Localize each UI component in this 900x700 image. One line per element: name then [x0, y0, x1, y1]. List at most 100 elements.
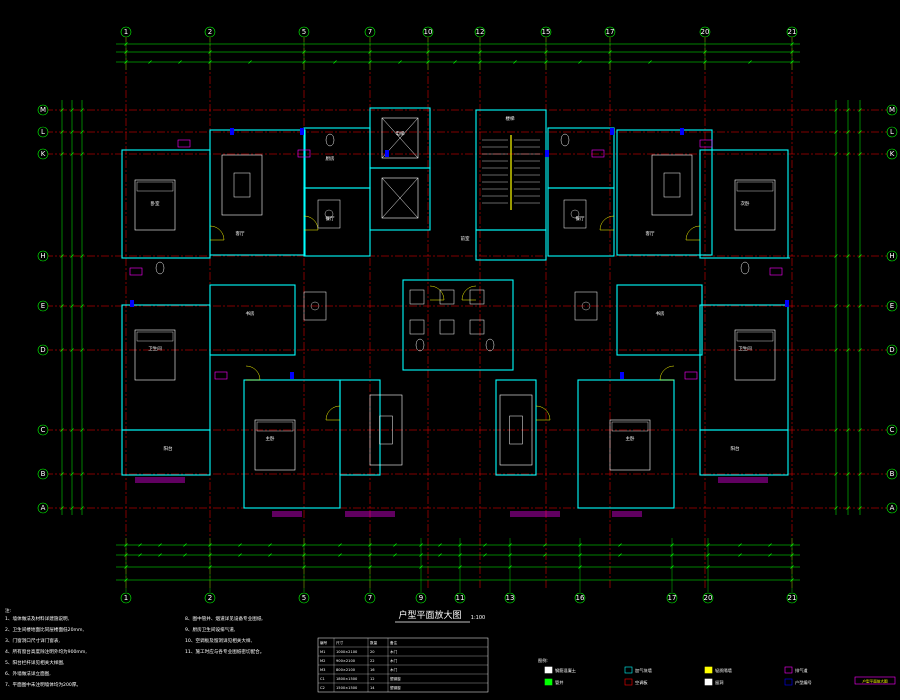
axis-bubble-top-21 [786, 26, 798, 38]
table-cell-5-3: 塑钢窗 [390, 685, 401, 690]
axis-bubble-bottom-21 [786, 592, 798, 604]
dim-tick-right-0-5 [834, 348, 838, 352]
axis-bubble-left-E [37, 300, 49, 312]
wall-right-study [616, 284, 703, 356]
furniture-plate-3 [581, 301, 591, 311]
window-tag-7 [684, 371, 698, 380]
dim-tick-right-1-8 [846, 506, 850, 510]
legend-label-2: 轻质隔墙 [715, 667, 732, 674]
furniture-bed-right-mid [734, 329, 776, 381]
table-cell-4-1: 1800×1500 [336, 677, 358, 681]
axis-label-top-7: 7 [368, 28, 372, 36]
axis-label-left-L: L [41, 128, 45, 136]
accent-mark-7 [785, 300, 789, 307]
axis-label-left-B: B [41, 470, 46, 478]
note-line-a-4: 5、阳台栏杆详见相关大样图, [5, 659, 65, 666]
axis-label-bottom-20: 20 [704, 594, 713, 602]
note-line-a-0: 1、墙体做法及材料详建施说明, [5, 615, 70, 622]
dim-tick-top-2-10 [453, 60, 457, 64]
fixture-toilet-1 [560, 133, 570, 147]
table-cell-3-0: M3 [320, 668, 325, 672]
core-shaft-0 [409, 289, 425, 305]
table-cell-5-1: 1500×1500 [336, 686, 358, 690]
axis-bubble-right-A [886, 502, 898, 514]
accent-mark-9 [620, 372, 624, 379]
elevator-cross-b-1 [381, 177, 419, 219]
axis-bubble-bottom-9 [415, 592, 427, 604]
furniture-bed-left-top-pillow [136, 181, 174, 192]
legend-label-1: 加气块墙 [635, 667, 652, 674]
axis-bubble-bottom-13 [504, 592, 516, 604]
accent-mark-0 [230, 128, 234, 135]
dim-tick-left-0-1 [60, 130, 64, 134]
axis-label-left-E: E [41, 302, 45, 310]
dim-tick-bottom-0-3 [183, 543, 187, 547]
axis-label-top-12: 12 [476, 28, 485, 36]
axis-bubble-bottom-20 [702, 592, 714, 604]
dim-tick-right-1-6 [846, 428, 850, 432]
core-shaft-1 [439, 289, 455, 305]
axis-bubble-left-A [37, 502, 49, 514]
wall-left-bath [339, 379, 381, 476]
stamp-text: 户型平面放大图 [862, 679, 888, 684]
table-cell-0-2: 数量 [370, 640, 378, 645]
axis-bubble-top-12 [474, 26, 486, 38]
fixture-toilet-3 [485, 338, 495, 352]
room-label-16: 书房 [246, 310, 255, 317]
dim-tick-right-0-2 [834, 152, 838, 156]
dim-tick-top-2-2 [178, 60, 182, 64]
room-label-1: 客厅 [236, 230, 245, 237]
wall-right-living [616, 129, 713, 256]
general-notes: 注: 1、墙体做法及材料详建施说明,2、卫生间楼地面比同层楼面低20mm,3、门… [5, 607, 264, 688]
dim-tick-left-2-0 [80, 108, 84, 112]
room-label-8: 前室 [461, 235, 470, 242]
axis-bubble-top-5 [298, 26, 310, 38]
legend-label-5: 空调板 [635, 679, 648, 686]
stamp-box: 户型平面放大图 [854, 676, 896, 685]
dim-tick-left-1-3 [70, 254, 74, 258]
furniture-bed-left-top [134, 179, 176, 231]
table-cell-1-0: M1 [320, 650, 325, 654]
dim-tick-right-2-5 [858, 348, 862, 352]
window-tag-5 [769, 267, 783, 276]
dim-tick-right-0-4 [834, 304, 838, 308]
dim-tick-right-0-8 [834, 506, 838, 510]
room-label-7: 楼梯 [506, 115, 515, 122]
dim-tick-left-1-6 [70, 428, 74, 432]
axis-label-bottom-13: 13 [506, 594, 515, 602]
table-cell-1-3: 木门 [390, 649, 398, 654]
accent-mark-8 [290, 372, 294, 379]
axis-label-bottom-16: 16 [576, 594, 585, 602]
furniture-sofa-core-left-table [379, 415, 393, 445]
fixture-toilet-4 [155, 261, 165, 275]
window-tag-0 [177, 139, 191, 148]
axis-label-left-M: M [40, 106, 46, 114]
axis-label-left-D: D [40, 346, 45, 354]
axis-bubble-left-M [37, 104, 49, 116]
table-cell-2-3: 木门 [390, 658, 398, 663]
axis-label-bottom-1: 1 [124, 594, 128, 602]
table-cell-4-2: 12 [370, 677, 375, 681]
dim-tick-bottom-1-8 [338, 553, 342, 557]
axis-bubble-top-10 [422, 26, 434, 38]
core-shaft-4 [439, 319, 455, 335]
axis-label-right-B: B [890, 470, 895, 478]
accent-mark-3 [545, 150, 549, 157]
axis-bubble-top-20 [699, 26, 711, 38]
dim-tick-top-2-14 [578, 60, 582, 64]
dim-tick-bottom-0-6 [268, 543, 272, 547]
dim-tick-left-1-7 [70, 472, 74, 476]
dim-tick-right-2-3 [858, 254, 862, 258]
wall-left-study [209, 284, 296, 356]
room-label-11: 客厅 [646, 230, 655, 237]
dim-tick-left-0-4 [60, 304, 64, 308]
note-line-b-3: 11、施工时应与各专业图纸密切配合。 [185, 648, 264, 655]
axis-bubble-bottom-5 [298, 592, 310, 604]
stamp-frame [854, 676, 896, 685]
dim-tick-bottom-0-21 [738, 543, 742, 547]
dim-tick-right-0-6 [834, 428, 838, 432]
window-tag-6 [214, 371, 228, 380]
note-line-a-1: 2、卫生间楼地面比同层楼面低20mm, [5, 626, 84, 633]
